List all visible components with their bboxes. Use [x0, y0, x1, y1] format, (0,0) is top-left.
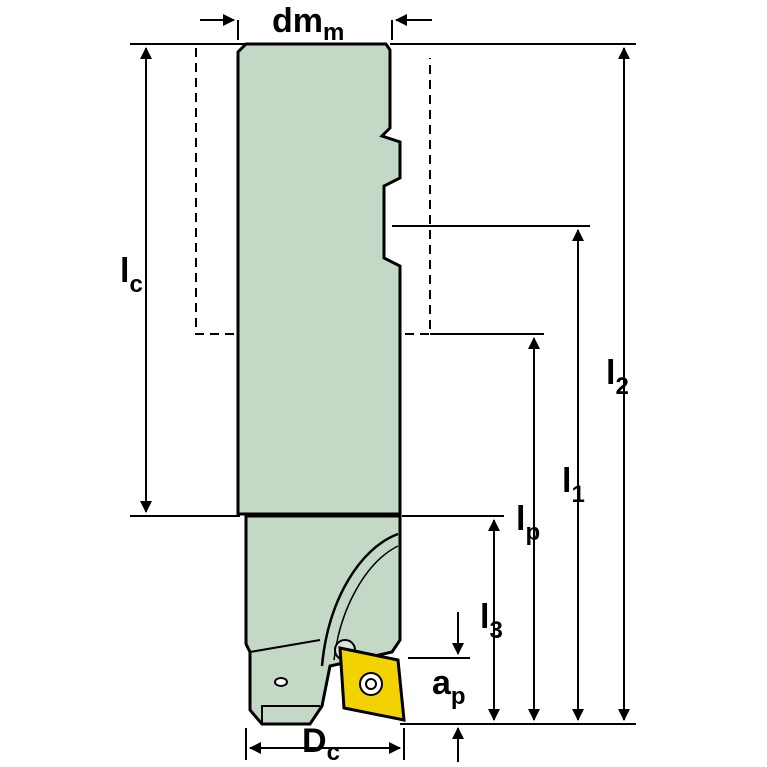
- torx-screw-icon: [359, 672, 383, 696]
- svg-text:dmm: dmm: [272, 2, 344, 46]
- torx-screw-center: [365, 678, 377, 690]
- label-ap: ap: [432, 664, 466, 710]
- label-l2: l2: [606, 354, 629, 400]
- label-l3: l3: [480, 598, 503, 644]
- svg-text:l2: l2: [606, 354, 629, 400]
- svg-text:lc: lc: [120, 252, 143, 298]
- label-dmm: dmm: [272, 2, 344, 46]
- chip-flute: [320, 532, 399, 667]
- label-lc: lc: [120, 252, 143, 298]
- shank-body: [236, 42, 402, 516]
- svg-text:lp: lp: [516, 500, 540, 546]
- cutter-head: [244, 514, 402, 726]
- svg-text:Dc: Dc: [302, 722, 340, 766]
- holder-dashed-outline: [195, 48, 431, 335]
- extension-lines: [130, 20, 636, 760]
- coolant-hole: [274, 677, 288, 687]
- label-lp: lp: [516, 500, 540, 546]
- label-dc: Dc: [302, 722, 340, 766]
- dimension-arrows: [140, 14, 630, 762]
- svg-text:ap: ap: [432, 664, 466, 710]
- svg-text:l1: l1: [562, 462, 585, 508]
- svg-text:l3: l3: [480, 598, 503, 644]
- label-l1: l1: [562, 462, 585, 508]
- head-face: [249, 639, 321, 724]
